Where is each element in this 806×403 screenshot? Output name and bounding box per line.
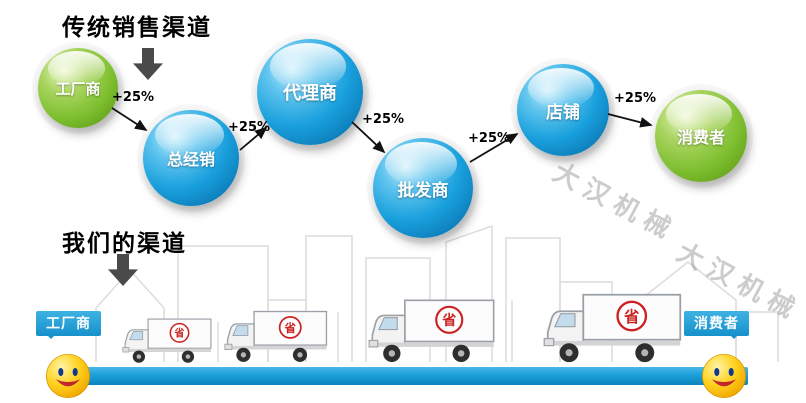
smiley-face-icon xyxy=(46,354,90,398)
node-label: 工厂商 xyxy=(55,79,101,98)
node-general-distributor: 总经销 xyxy=(143,110,239,206)
node-label: 消费者 xyxy=(676,128,725,147)
delivery-truck: 省 xyxy=(368,299,495,363)
save-stamp xyxy=(278,315,302,339)
direct-channel-bar xyxy=(56,367,748,385)
delivery-truck: 省 xyxy=(224,310,328,362)
increment-label: +25% xyxy=(614,91,657,106)
node-agent: 代理商 xyxy=(257,39,363,145)
title-traditional-channel: 传统销售渠道 xyxy=(62,15,212,41)
node-label: 总经销 xyxy=(166,150,215,169)
smiley-face-icon xyxy=(702,354,746,398)
node-wholesaler: 批发商 xyxy=(373,138,473,238)
delivery-truck: 省 xyxy=(122,318,212,363)
factory-tag: 工厂商 xyxy=(36,311,101,339)
save-stamp xyxy=(435,305,464,334)
node-consumer: 消费者 xyxy=(655,90,747,182)
save-stamp-text: 省 xyxy=(441,312,456,329)
save-stamp xyxy=(616,300,648,332)
node-factory: 工厂商 xyxy=(38,48,118,128)
node-label: 代理商 xyxy=(283,83,337,104)
consumer-tag: 消费者 xyxy=(684,311,749,339)
node-label: 店铺 xyxy=(546,102,580,123)
save-stamp-text: 省 xyxy=(623,307,639,326)
save-stamp xyxy=(169,322,190,343)
save-stamp-text: 省 xyxy=(284,321,297,335)
increment-label: +25% xyxy=(228,120,271,135)
save-stamp-text: 省 xyxy=(174,327,185,340)
title-our-channel: 我们的渠道 xyxy=(62,231,187,257)
node-label: 批发商 xyxy=(397,180,449,201)
increment-label: +25% xyxy=(362,112,405,127)
delivery-truck: 省 xyxy=(543,293,682,363)
node-shop: 店铺 xyxy=(517,64,609,156)
increment-label: +25% xyxy=(468,131,511,146)
increment-label: +25% xyxy=(112,90,155,105)
